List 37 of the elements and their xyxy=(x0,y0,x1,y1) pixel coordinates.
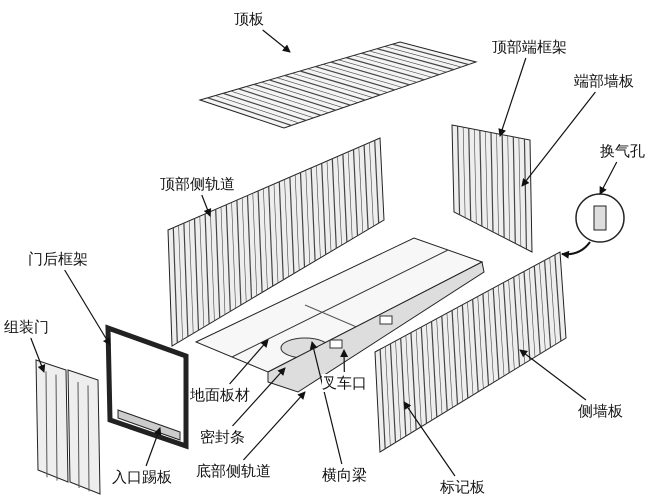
part-label: 端部墙板 xyxy=(574,72,634,90)
part-label: 顶部侧轨道 xyxy=(160,175,235,193)
front-side-wall-drawing xyxy=(374,251,567,453)
part-label: 门后框架 xyxy=(28,250,88,268)
part-label: 地面板材 xyxy=(190,386,250,404)
leader-line xyxy=(145,427,162,466)
leader-line xyxy=(521,92,596,187)
leader-line xyxy=(519,349,586,400)
part-label: 顶板 xyxy=(234,10,264,28)
part-label: 组装门 xyxy=(4,318,49,336)
end-wall-drawing xyxy=(451,124,533,253)
door-drawing xyxy=(35,359,101,495)
roof-panel-drawing xyxy=(198,41,478,129)
part-label: 密封条 xyxy=(200,428,245,446)
leader-line xyxy=(262,30,291,53)
leader-line xyxy=(340,349,348,372)
curved-arrow xyxy=(561,241,591,259)
leader-line xyxy=(498,58,526,137)
leader-line xyxy=(599,162,618,195)
leader-line xyxy=(201,194,212,217)
leader-line xyxy=(229,339,269,384)
door-frame-drawing xyxy=(105,324,188,450)
part-label: 换气孔 xyxy=(600,142,645,160)
leader-line xyxy=(243,391,306,460)
part-label: 侧墙板 xyxy=(578,402,623,420)
leader-line xyxy=(310,341,342,464)
leader-line xyxy=(30,338,46,373)
part-label: 入口踢板 xyxy=(112,468,172,486)
part-label: 横向梁 xyxy=(322,466,367,484)
part-label: 叉车口 xyxy=(322,374,367,392)
part-label: 标记板 xyxy=(440,478,485,496)
part-label: 顶部端框架 xyxy=(492,38,567,56)
part-label: 底部侧轨道 xyxy=(196,462,271,480)
vent-detail-drawing xyxy=(575,193,625,243)
leader-line xyxy=(64,270,111,346)
leader-line xyxy=(232,367,286,426)
leader-line xyxy=(403,401,456,476)
